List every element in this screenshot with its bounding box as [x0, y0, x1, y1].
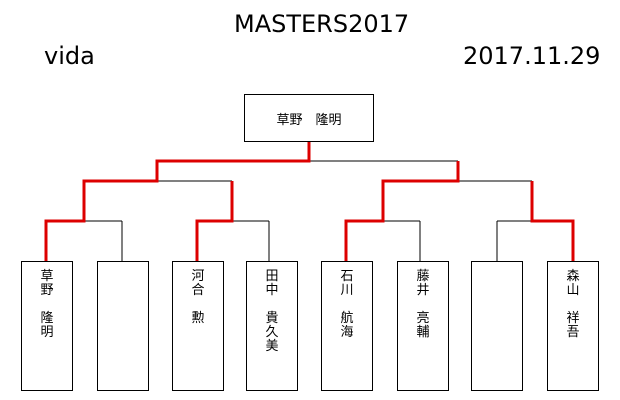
player-box-1: 草野 隆明 [21, 261, 73, 391]
player-name: 河合 勲 [191, 269, 205, 326]
player-name: 藤井 亮輔 [416, 269, 430, 340]
venue-label: vida [44, 42, 95, 70]
advance-path-kusano [44, 142, 311, 261]
player-box-3: 河合 勲 [172, 261, 224, 391]
player-box-8: 森山 祥吾 [547, 261, 599, 391]
tournament-title: MASTERS2017 [234, 10, 410, 38]
bracket-lines-advance [44, 142, 575, 261]
player-name: 草野 隆明 [40, 269, 54, 340]
player-box-6: 藤井 亮輔 [397, 261, 449, 391]
player-name: 石川 航海 [340, 269, 354, 340]
bracket-lines-black [84, 160, 532, 261]
champion-box: 草野 隆明 [244, 94, 374, 142]
event-date: 2017.11.29 [463, 42, 601, 70]
advance-path-ishikawa [344, 161, 460, 261]
player-box-7 [471, 261, 523, 391]
advance-path-moriyama [530, 181, 575, 261]
advance-path-kawai [195, 181, 234, 261]
player-box-4: 田中 貴久美 [246, 261, 298, 391]
player-box-2 [97, 261, 149, 391]
player-name: 田中 貴久美 [265, 269, 279, 354]
player-box-5: 石川 航海 [321, 261, 373, 391]
player-name: 森山 祥吾 [566, 269, 580, 340]
